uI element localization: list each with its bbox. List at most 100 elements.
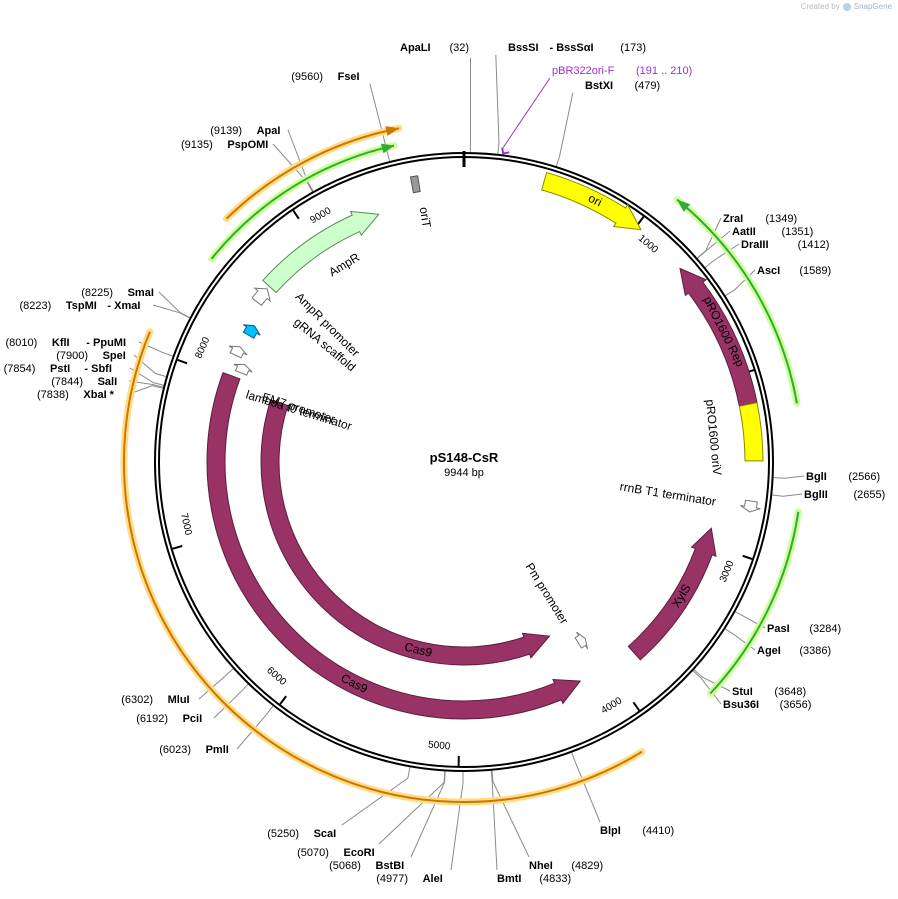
tick-label: 6000 — [264, 665, 288, 688]
site-label[interactable]: BstXI(479) — [585, 80, 660, 92]
site-label[interactable]: BlpI(4410) — [600, 825, 674, 837]
site-label[interactable]: BstBI (5068) — [329, 860, 404, 872]
pro1600-oriv-feature-arrow[interactable] — [738, 402, 764, 462]
site-label[interactable]: ApaLI (32) — [400, 42, 469, 54]
site-name: BstXI — [585, 80, 613, 92]
site-position: (173) — [620, 42, 646, 54]
site-label[interactable]: NheI(4829) — [529, 860, 603, 872]
site-label[interactable]: BglII(2655) — [804, 489, 885, 501]
feature-arrows — [206, 171, 764, 720]
credit-prefix: Created by — [800, 2, 840, 11]
grna-scaffold-feature-arrow[interactable] — [242, 324, 261, 339]
tick-mark — [292, 209, 300, 220]
site-label[interactable]: MluI(6302) — [121, 694, 189, 706]
tick-mark — [172, 544, 183, 550]
site-label[interactable]: BmtI(4833) — [497, 873, 571, 885]
site-leader — [158, 291, 195, 321]
tick-label: 1000 — [636, 233, 660, 256]
tick-label: 9000 — [308, 205, 333, 226]
site-name: FseI — [338, 71, 360, 83]
site-name: BmtI — [497, 873, 521, 885]
cas9-outer-feature-arrow[interactable] — [206, 372, 582, 720]
site-name: BstBI — [376, 860, 405, 872]
site-leader — [341, 762, 412, 826]
site-label[interactable]: AscI(1589) — [757, 265, 831, 277]
site-name: BglII — [804, 489, 828, 501]
site-position: (1412) — [798, 239, 830, 251]
site-label[interactable]: ScaI(5250) — [267, 828, 336, 840]
site-name: PasI — [767, 623, 790, 635]
site-leader — [569, 747, 601, 823]
site-label[interactable]: BglI(2566) — [806, 471, 880, 483]
site-position: (6023) — [159, 744, 191, 756]
site-position: (7844) — [51, 376, 83, 388]
primer-range: (191 .. 210) — [636, 65, 692, 77]
site-label[interactable]: ApaI(9139) — [210, 125, 280, 137]
site-label[interactable]: PmlI (6023) — [159, 744, 229, 756]
site-label[interactable]: SmaI(8225) — [81, 287, 154, 299]
site-name: - SbfI — [84, 363, 112, 375]
site-label[interactable]: AleI(4977) — [376, 873, 443, 885]
site-position: (32) — [450, 42, 470, 54]
site-label[interactable]: ZraI(1349) — [723, 213, 797, 225]
site-position: (9135) — [181, 139, 213, 151]
site-name: DraIII — [741, 239, 769, 251]
restriction-sites: ApaLI (32) BssSI- BssSαI(173) BstXI(479) Zra… — [4, 42, 886, 885]
ampr-promoter-feature-arrow[interactable] — [251, 287, 271, 307]
cas9-inner-label: Cas9 — [403, 640, 434, 660]
ori-feature-arrow[interactable] — [541, 171, 642, 231]
site-label[interactable]: StuI(3648) — [732, 686, 806, 698]
site-name: AscI — [757, 265, 780, 277]
site-label[interactable]: AgeI(3386) — [757, 645, 831, 657]
site-label[interactable]: EcoRI(5070) — [297, 847, 375, 859]
ampr-feature-arrow[interactable] — [262, 210, 380, 294]
tick-mark — [279, 695, 287, 705]
site-position: (7900) — [56, 350, 88, 362]
site-position: (5070) — [297, 847, 329, 859]
site-leader — [767, 493, 803, 497]
orange-left-line — [225, 127, 400, 220]
site-label[interactable]: PasI(3284) — [767, 623, 841, 635]
orit-label: oriT — [417, 206, 434, 229]
site-label[interactable]: Bsu36I(3656) — [723, 699, 811, 711]
site-name: - PpuMI — [86, 337, 126, 349]
site-label[interactable]: PspOMI(9135) — [181, 139, 268, 151]
site-label[interactable]: DraIII (1412) — [741, 239, 829, 251]
tick-mark — [177, 358, 188, 365]
site-position: (2566) — [848, 471, 880, 483]
rrnb-t1-label: rrnB T1 terminator — [619, 479, 717, 508]
site-name: TspMI — [66, 300, 97, 312]
site-name: AleI — [423, 873, 443, 885]
site-position: (5068) — [329, 860, 361, 872]
em7-promoter-feature-arrow[interactable] — [233, 363, 253, 376]
orange-bottom-glow — [120, 328, 646, 806]
tick-label: 7000 — [178, 512, 194, 537]
site-leader — [554, 92, 574, 172]
site-name: ApaLI — [400, 42, 431, 54]
site-name: BlpI — [600, 825, 621, 837]
xyls-feature-arrow[interactable] — [627, 527, 717, 661]
site-label[interactable]: PciI(6192) — [136, 713, 202, 725]
site-name: PmlI — [206, 744, 229, 756]
orit-feature-arrow[interactable] — [409, 175, 421, 194]
cas9-inner-feature-arrow[interactable] — [260, 399, 551, 666]
site-name: SalI — [98, 376, 118, 388]
site-label[interactable]: FseI(9560) — [291, 71, 359, 83]
rrnb-t1-feature-arrow[interactable] — [740, 499, 761, 513]
site-position: (9139) — [210, 125, 242, 137]
site-label[interactable]: SalI (7844) — [51, 376, 117, 388]
site-label[interactable]: SpeI(7900) — [56, 350, 126, 362]
site-label[interactable]: XbaI *(7838) — [37, 389, 115, 401]
tick-label: 4000 — [599, 695, 624, 716]
green-left-arrowhead — [380, 143, 395, 154]
tick-mark — [742, 554, 753, 560]
pm-promoter-feature-arrow[interactable] — [574, 631, 589, 650]
site-label[interactable]: AatII(1351) — [732, 226, 813, 238]
site-label[interactable]: BssSI- BssSαI(173) — [508, 42, 646, 54]
lambda-t0-feature-arrow[interactable] — [228, 345, 248, 359]
primer-mark — [501, 147, 510, 155]
